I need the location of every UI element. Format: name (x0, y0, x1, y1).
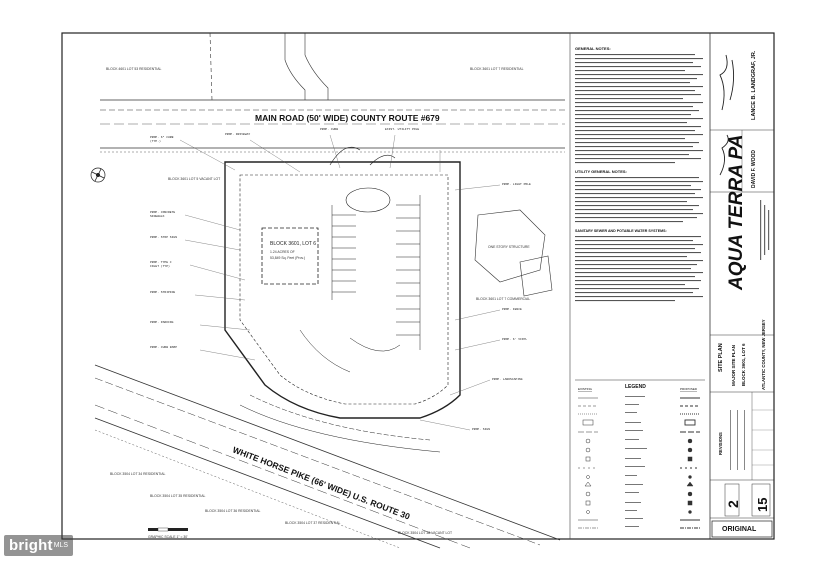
east-lot-label: BLOCK 3601 LOT 7 COMMERCIAL (476, 297, 530, 301)
svg-text:PROP. 6" CURB: PROP. 6" CURB (150, 135, 174, 139)
svg-text:PROP. LANDSCAPING: PROP. LANDSCAPING (492, 378, 523, 381)
revisions-label: REVISIONS (718, 432, 723, 455)
svg-text:DAVID F. WOOD: DAVID F. WOOD (751, 150, 757, 188)
nw-lot-label: BLOCK 4601 LOT 53 RESIDENTIAL (106, 67, 161, 71)
svg-text:PROP. CONCRETE: PROP. CONCRETE (150, 211, 175, 214)
drawing-title: SITE PLAN (718, 343, 724, 372)
svg-text:PROP. SIGN: PROP. SIGN (472, 428, 490, 431)
s-lot-2: BLOCK 3504 LOT 38 VACANT LOT (398, 531, 452, 535)
svg-text:PROP. FENCE: PROP. FENCE (502, 308, 522, 311)
s-lot-1: BLOCK 3504 LOT 37 RESIDENTIAL (285, 521, 340, 525)
svg-text:PROP. TYPE C: PROP. TYPE C (150, 261, 172, 264)
svg-text:LEGEND: LEGEND (625, 384, 646, 390)
svg-text:PROP. STRIPING: PROP. STRIPING (150, 291, 175, 294)
watermark-suffix: MLS (54, 542, 68, 549)
svg-text:GENERAL NOTES:: GENERAL NOTES: (575, 46, 611, 51)
svg-text:EXIST. UTILITY POLE: EXIST. UTILITY POLE (385, 128, 419, 131)
main-road-label: MAIN ROAD (50' WIDE) COUNTY ROUTE #679 (255, 113, 440, 123)
firm-logo: AQUA TERRA PA (726, 134, 747, 291)
svg-text:1.24 ACRES OF: 1.24 ACRES OF (270, 250, 295, 254)
svg-text:PROP. PARKING: PROP. PARKING (150, 321, 174, 324)
structure-label: ONE STORY STRUCTURE (488, 245, 530, 249)
svg-text:INLET (TYP): INLET (TYP) (150, 264, 170, 268)
w-lot-label: BLOCK 3601 LOT 5 VACANT LOT (168, 177, 220, 181)
ne-lot-label: BLOCK 3601 LOT 7 RESIDENTIAL (470, 67, 524, 71)
svg-text:PROPOSED: PROPOSED (680, 387, 698, 391)
sheet-border (62, 33, 774, 539)
svg-text:SIDEWALK: SIDEWALK (150, 215, 165, 218)
svg-text:PROP. 6' VINYL: PROP. 6' VINYL (502, 337, 527, 341)
svg-text:LANCE B. LANDGRAF, JR.: LANCE B. LANDGRAF, JR. (751, 50, 757, 120)
svg-text:SANITARY SEWER AND POTABLE WAT: SANITARY SEWER AND POTABLE WATER SYSTEMS… (575, 229, 667, 233)
sw-lot-1: BLOCK 3504 LOT 34 RESIDENTIAL (110, 472, 165, 476)
site-lot-label: BLOCK 3601, LOT 6 (270, 241, 316, 247)
svg-text:ATLANTIC COUNTY, NEW JERSEY: ATLANTIC COUNTY, NEW JERSEY (761, 319, 766, 390)
svg-text:PROP. LIGHT POLE: PROP. LIGHT POLE (502, 183, 531, 186)
svg-text:PROP. CURB RAMP: PROP. CURB RAMP (150, 346, 177, 349)
svg-text:UTILITY GENERAL NOTES:: UTILITY GENERAL NOTES: (575, 169, 627, 174)
original-stamp: ORIGINAL (722, 526, 757, 533)
svg-text:GRAPHIC SCALE 1" = 30': GRAPHIC SCALE 1" = 30' (148, 535, 188, 539)
svg-text:PROP. DRIVEWAY: PROP. DRIVEWAY (225, 133, 250, 136)
total-sheets: 15 (755, 498, 770, 512)
svg-text:EXISTING: EXISTING (578, 387, 593, 391)
sheet-number: 2 (725, 500, 741, 508)
svg-text:53,849 Sq. Feet (Prov.): 53,849 Sq. Feet (Prov.) (270, 256, 305, 260)
sw-lot-3: BLOCK 3504 LOT 36 RESIDENTIAL (205, 509, 260, 513)
svg-text:(TYP.): (TYP.) (150, 139, 161, 143)
svg-text:PROP. STOP SIGN: PROP. STOP SIGN (150, 236, 177, 239)
svg-text:BLOCK 3601, LOT 6: BLOCK 3601, LOT 6 (741, 343, 746, 386)
svg-text:MAJOR SITE PLAN: MAJOR SITE PLAN (731, 345, 736, 386)
sw-lot-2: BLOCK 3504 LOT 35 RESIDENTIAL (150, 494, 205, 498)
watermark-text: bright (9, 537, 53, 554)
brightmls-watermark: bright MLS (4, 535, 73, 556)
svg-text:PROP. CURB: PROP. CURB (320, 128, 338, 131)
